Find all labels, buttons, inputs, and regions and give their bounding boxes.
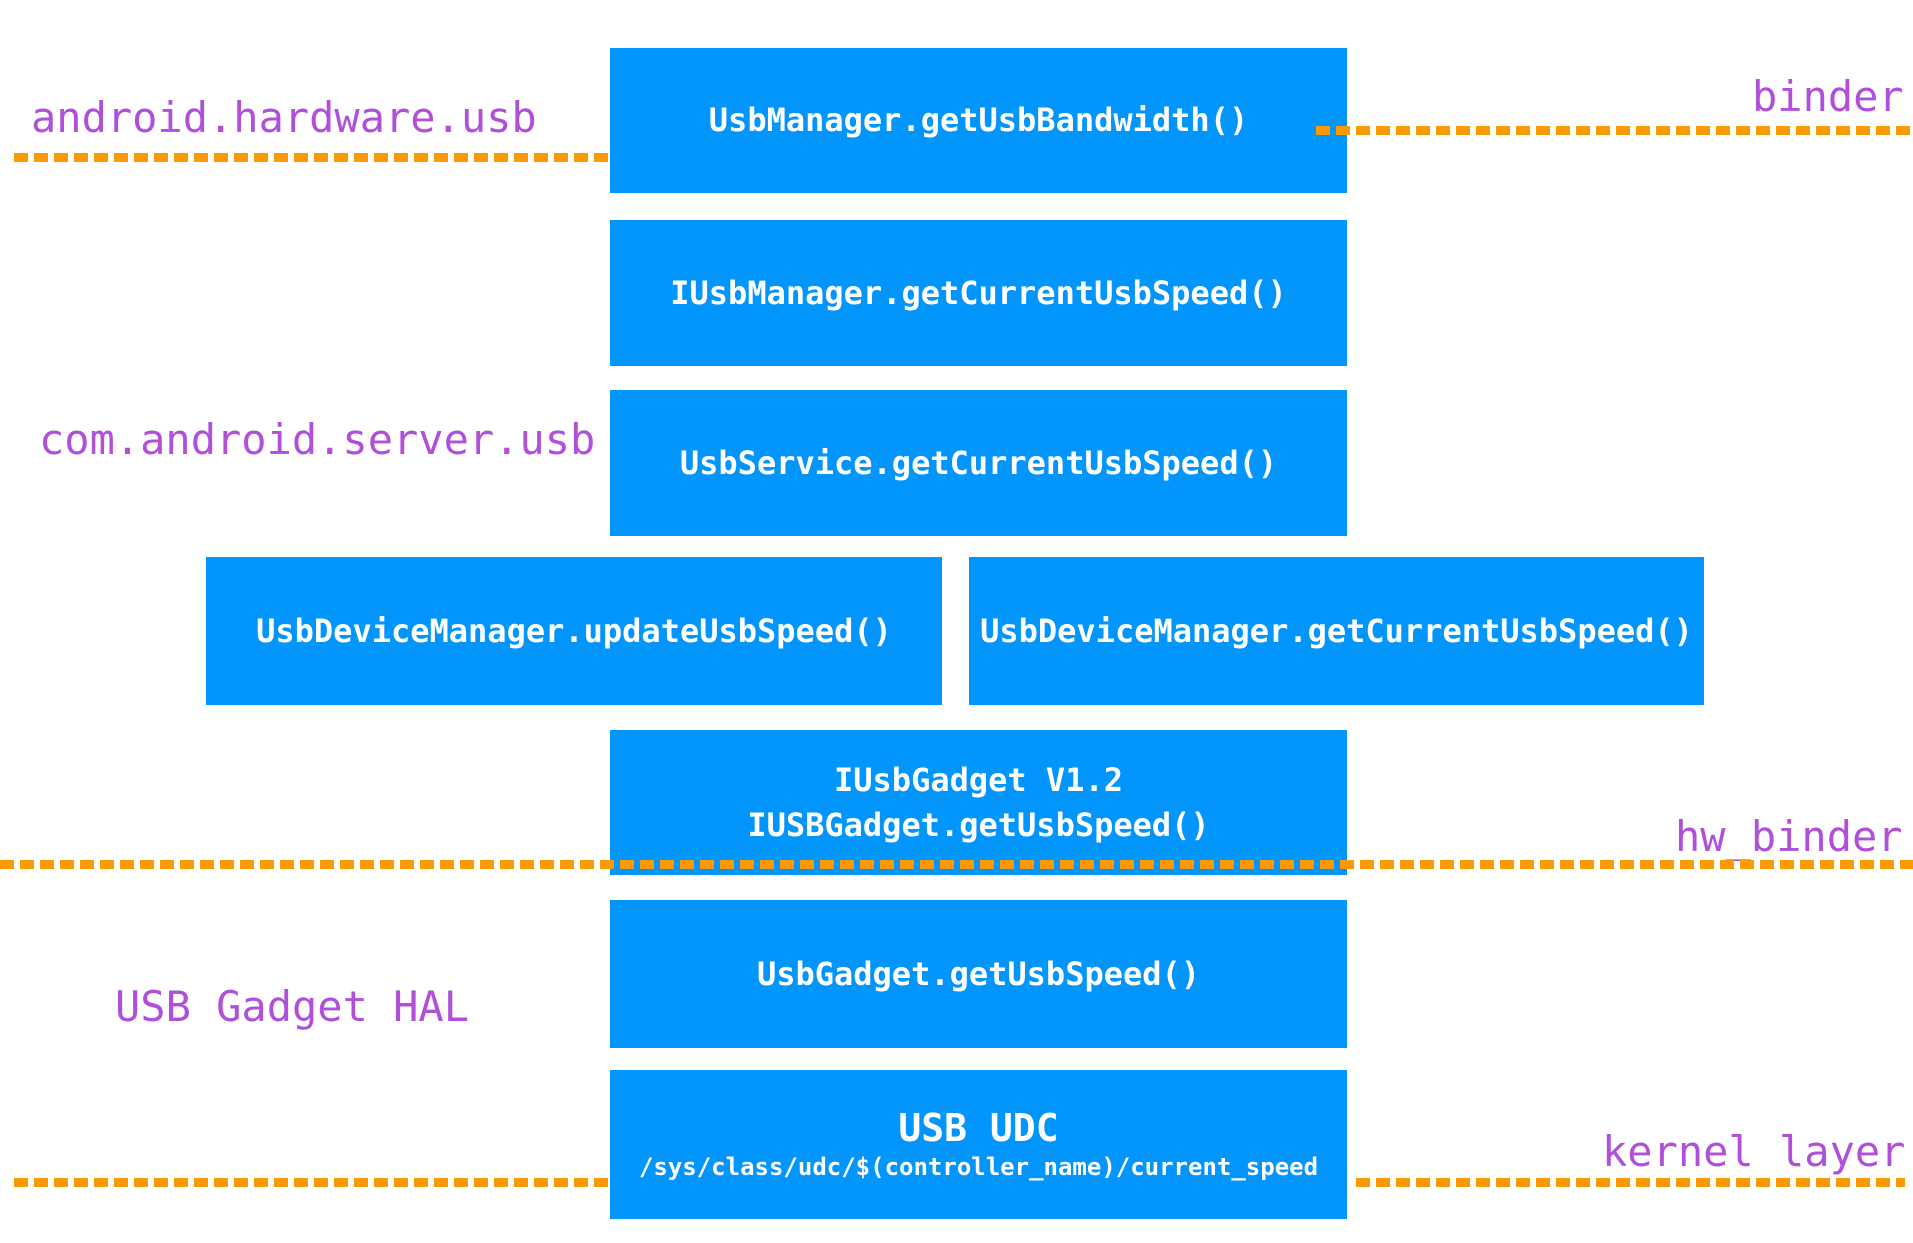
binder-boundary-dashed-line-right xyxy=(1316,126,1913,135)
layer-label-android-hardware-usb: android.hardware.usb xyxy=(31,93,537,142)
box-usbgadget-getusbspeed: UsbGadget.getUsbSpeed() xyxy=(610,900,1347,1048)
layer-label-kernel-layer: kernel layer xyxy=(1602,1127,1906,1176)
box-usbdevicemanager-getcurrentusbspeed: UsbDeviceManager.getCurrentUsbSpeed() xyxy=(969,557,1704,705)
hw-binder-boundary-dashed-line xyxy=(0,860,1913,869)
kernel-boundary-dashed-line-right xyxy=(1356,1178,1905,1187)
box-usbmanager-getusbbandwidth: UsbManager.getUsbBandwidth() xyxy=(610,48,1347,193)
box-iusbmanager-getcurrentusbspeed: IUsbManager.getCurrentUsbSpeed() xyxy=(610,220,1347,366)
box-label: UsbService.getCurrentUsbSpeed() xyxy=(679,443,1278,482)
box-label: UsbGadget.getUsbSpeed() xyxy=(756,954,1201,993)
box-label-line1: IUsbGadget V1.2 xyxy=(834,760,1123,799)
binder-boundary-dashed-line-left xyxy=(14,153,610,162)
layer-label-hw-binder: hw_binder xyxy=(1675,812,1903,861)
box-label: UsbManager.getUsbBandwidth() xyxy=(708,101,1249,140)
box-usbdevicemanager-updateusbspeed: UsbDeviceManager.updateUsbSpeed() xyxy=(206,557,942,705)
kernel-boundary-dashed-line-left xyxy=(14,1178,610,1187)
box-usb-udc-sysfs-current-speed: USB UDC /sys/class/udc/$(controller_name… xyxy=(610,1070,1347,1219)
box-label: UsbDeviceManager.updateUsbSpeed() xyxy=(256,611,892,650)
box-label-line2: /sys/class/udc/$(controller_name)/curren… xyxy=(638,1152,1319,1181)
layer-label-binder: binder xyxy=(1752,72,1904,121)
box-label: UsbDeviceManager.getCurrentUsbSpeed() xyxy=(980,611,1693,650)
box-usbservice-getcurrentusbspeed: UsbService.getCurrentUsbSpeed() xyxy=(610,390,1347,536)
box-label: IUsbManager.getCurrentUsbSpeed() xyxy=(670,273,1287,312)
box-label-line1: USB UDC xyxy=(898,1106,1059,1151)
layer-label-com-android-server-usb: com.android.server.usb xyxy=(39,415,596,464)
box-label-line2: IUSBGadget.getUsbSpeed() xyxy=(747,805,1210,844)
layer-label-usb-gadget-hal: USB Gadget HAL xyxy=(115,982,470,1031)
box-iusbgadget-v12-getusbspeed: IUsbGadget V1.2 IUSBGadget.getUsbSpeed() xyxy=(610,730,1347,875)
